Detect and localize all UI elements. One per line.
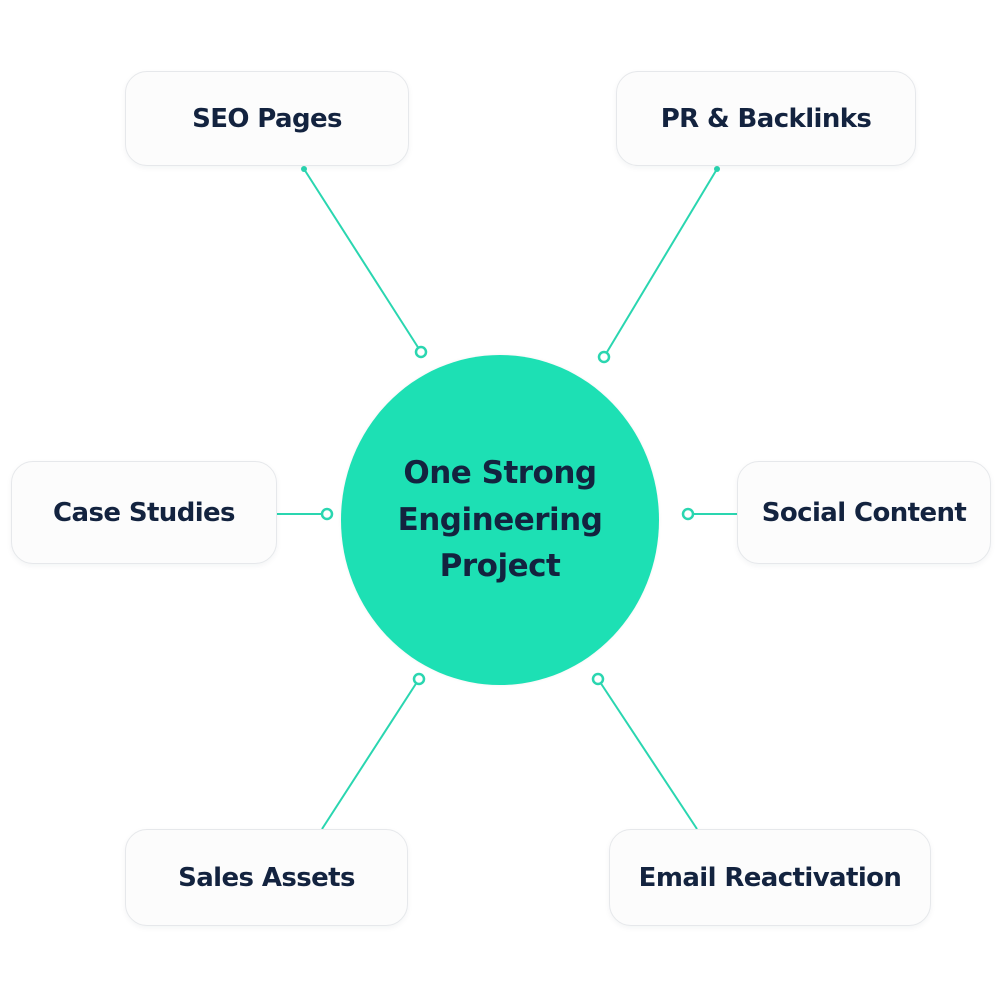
connector-pr-hub-dot [597, 350, 611, 364]
node-email-reactivation-label: Email Reactivation [638, 862, 902, 893]
node-seo-pages-label: SEO Pages [192, 103, 342, 134]
node-sales-assets-label: Sales Assets [178, 862, 355, 893]
connector-social-hub-dot [681, 507, 695, 521]
connector-pr-line [603, 168, 718, 358]
connector-seo-end-dot [301, 166, 307, 172]
connector-sales-hub-dot [412, 672, 426, 686]
node-sales-assets[interactable]: Sales Assets [125, 829, 408, 926]
connector-seo-line [303, 168, 422, 353]
node-email-reactivation[interactable]: Email Reactivation [609, 829, 931, 926]
connector-email-line [597, 678, 698, 830]
connector-sales-line [321, 678, 420, 830]
node-pr-backlinks[interactable]: PR & Backlinks [616, 71, 916, 166]
center-hub[interactable]: One Strong Engineering Project [341, 355, 659, 685]
node-social-content[interactable]: Social Content [737, 461, 991, 564]
center-hub-label: One Strong Engineering Project [397, 455, 603, 585]
node-seo-pages[interactable]: SEO Pages [125, 71, 409, 166]
node-pr-backlinks-label: PR & Backlinks [660, 103, 872, 134]
node-social-content-label: Social Content [761, 497, 967, 528]
connector-email-hub-dot [591, 672, 605, 686]
connector-case-hub-dot [320, 507, 334, 521]
node-case-studies[interactable]: Case Studies [11, 461, 277, 564]
connector-pr-end-dot [714, 166, 720, 172]
connector-seo-hub-dot [414, 345, 428, 359]
node-case-studies-label: Case Studies [53, 497, 235, 528]
